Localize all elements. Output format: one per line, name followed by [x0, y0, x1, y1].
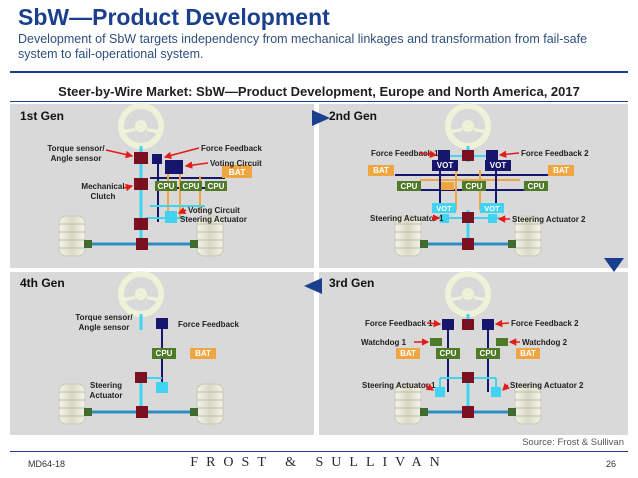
- slide-subtitle: Development of SbW targets independency …: [18, 32, 588, 61]
- cpu-label: CPU: [401, 182, 418, 191]
- tire-icon: [514, 383, 542, 425]
- cpu-label: CPU: [156, 349, 173, 358]
- chart-title: Steer-by-Wire Market: SbW—Product Develo…: [58, 84, 580, 99]
- tire-icon: [58, 383, 86, 425]
- vot-label: VOT: [436, 204, 452, 213]
- gen1-diagram: 1st Gen BAT CPU CPU CPU Torque: [20, 106, 262, 257]
- torque-sensor-label: Angle sensor: [51, 154, 102, 163]
- bat-label: BAT: [553, 166, 569, 175]
- gen4-diagram: 4th Gen CPU BAT Torque sensor/ Angle sen…: [20, 274, 239, 425]
- slide-id: MD64-18: [28, 459, 66, 469]
- bat-label: BAT: [520, 349, 536, 358]
- steering-actuator-2-label: Steering Actuator 2: [510, 381, 584, 390]
- flow-arrow-right-icon: [312, 110, 330, 126]
- steering-actuator-1-label: Steering Actuator 1: [370, 214, 444, 223]
- gen3-diagram: 3rd Gen BAT CPU CPU BAT Force Feedback 1: [329, 274, 584, 425]
- steering-actuator-label: Steering: [90, 381, 122, 390]
- tire-icon: [196, 383, 224, 425]
- gen2-title: 2nd Gen: [329, 109, 377, 123]
- vot-label: VOT: [490, 161, 507, 170]
- cpu-label: CPU: [183, 182, 200, 191]
- page-number: 26: [605, 459, 616, 469]
- tire-icon: [58, 215, 86, 257]
- force-feedback-2-label: Force Feedback 2: [511, 319, 579, 328]
- tire-icon: [394, 383, 422, 425]
- torque-sensor-label: Angle sensor: [79, 323, 130, 332]
- steering-actuator-1-label: Steering Actuator 1: [362, 381, 436, 390]
- mechanical-clutch-label: Mechanical: [81, 182, 124, 191]
- force-feedback-label: Force Feedback: [201, 144, 262, 153]
- gen3-title: 3rd Gen: [329, 276, 374, 290]
- slide-title: SbW—Product Development: [18, 4, 330, 30]
- torque-sensor-label: Torque sensor/: [47, 144, 105, 153]
- cpu-label: CPU: [480, 349, 497, 358]
- header-rule-bottom: [10, 101, 628, 102]
- steering-actuator-label: Steering Actuator: [180, 215, 247, 224]
- watchdog-1-label: Watchdog 1: [361, 338, 407, 347]
- cpu-label: CPU: [528, 182, 545, 191]
- vot-label: VOT: [437, 161, 454, 170]
- watchdog-2-label: Watchdog 2: [522, 338, 568, 347]
- bat-label: BAT: [229, 167, 247, 177]
- bat-label: BAT: [400, 349, 416, 358]
- force-feedback-2-label: Force Feedback 2: [521, 149, 589, 158]
- gen4-title: 4th Gen: [20, 276, 65, 290]
- voting-circuit-label: Voting Circuit: [188, 206, 240, 215]
- voting-circuit-label: Voting Circuit: [210, 159, 262, 168]
- brand-logo: FROST & SULLIVAN: [190, 455, 448, 470]
- source-note: Source: Frost & Sullivan: [522, 437, 624, 448]
- cpu-label: CPU: [158, 182, 175, 191]
- torque-sensor-label: Torque sensor/: [75, 313, 133, 322]
- mechanical-clutch-label: Clutch: [91, 192, 116, 201]
- flow-arrow-left-icon: [304, 278, 322, 294]
- steering-actuator-label: Actuator: [90, 391, 123, 400]
- gen1-title: 1st Gen: [20, 109, 64, 123]
- cpu-label: CPU: [208, 182, 225, 191]
- footer-rule: [10, 451, 628, 452]
- steering-actuator-2-label: Steering Actuator 2: [512, 215, 586, 224]
- vot-label: VOT: [484, 204, 500, 213]
- force-feedback-1-label: Force Feedback 1: [365, 319, 433, 328]
- cpu-label: CPU: [466, 182, 483, 191]
- bat-label: BAT: [373, 166, 389, 175]
- cpu-label: CPU: [440, 349, 457, 358]
- force-feedback-label: Force Feedback: [178, 320, 239, 329]
- force-feedback-1-label: Force Feedback 1: [371, 149, 439, 158]
- gen2-diagram: 2nd Gen VOT VOT BAT BAT CPU CPU: [329, 106, 589, 257]
- flow-arrow-down-icon: [604, 258, 624, 272]
- bat-label: BAT: [195, 349, 211, 358]
- header-rule-top: [10, 71, 628, 73]
